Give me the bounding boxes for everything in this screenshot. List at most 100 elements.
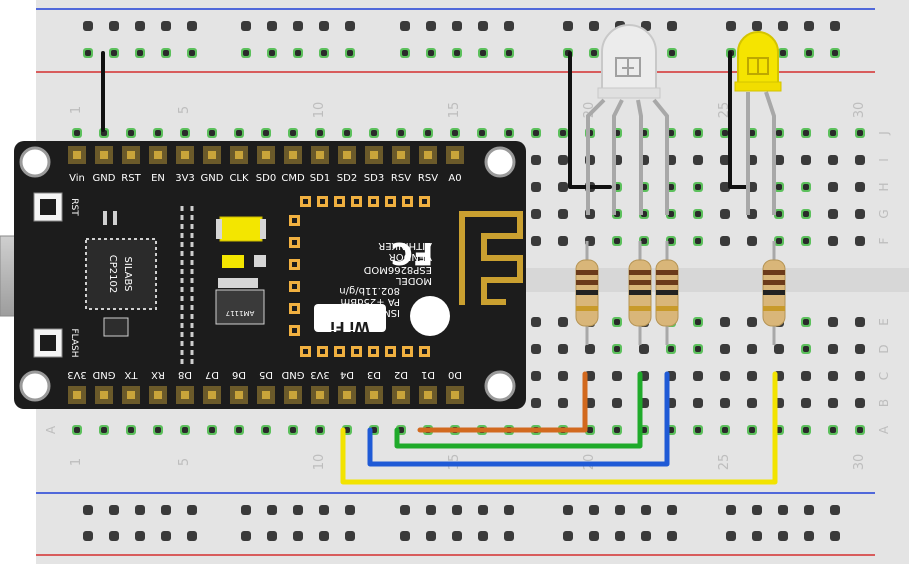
breadboard-hole-center bbox=[533, 130, 539, 136]
breadboard-hole-center bbox=[428, 50, 434, 56]
cp2102-chip: SILABS CP2102 bbox=[85, 238, 157, 310]
rgb-led bbox=[586, 24, 669, 215]
breadboard-hole bbox=[585, 344, 595, 354]
breadboard-hole-center bbox=[344, 130, 350, 136]
breadboard-hole-center bbox=[85, 50, 91, 56]
breadboard-hole bbox=[531, 398, 541, 408]
resistors bbox=[575, 241, 786, 345]
top-pin-label: SD1 bbox=[310, 173, 330, 184]
breadboard-hole bbox=[828, 398, 838, 408]
breadboard-hole-center bbox=[506, 50, 512, 56]
breadboard-hole bbox=[855, 182, 865, 192]
resistor-band bbox=[763, 270, 785, 275]
mcu-header-pins bbox=[68, 146, 464, 404]
breadboard-hole-center bbox=[480, 50, 486, 56]
top-pin-label: GND bbox=[201, 173, 224, 184]
breadboard-hole bbox=[752, 531, 762, 541]
esp-pad-hole bbox=[292, 306, 297, 311]
header-pin-contact bbox=[208, 391, 216, 399]
breadboard-hole-center bbox=[209, 427, 215, 433]
breadboard-hole-center bbox=[263, 130, 269, 136]
header-pin-contact bbox=[73, 151, 81, 159]
breadboard-hole-center bbox=[749, 130, 755, 136]
breadboard-hole-center bbox=[128, 427, 134, 433]
smd-transistor bbox=[103, 317, 129, 337]
row-letter: F bbox=[877, 237, 891, 244]
row-letter: G bbox=[877, 209, 891, 218]
column-numbers-top: 1 5 10 15 20 25 30 bbox=[69, 102, 867, 119]
breadboard-hole bbox=[855, 155, 865, 165]
header-pin-contact bbox=[181, 391, 189, 399]
breadboard-hole bbox=[345, 505, 355, 515]
breadboard-hole bbox=[589, 505, 599, 515]
breadboard-hole-center bbox=[832, 50, 838, 56]
resistor-band bbox=[656, 270, 678, 275]
breadboard-hole-center bbox=[560, 130, 566, 136]
breadboard-hole bbox=[804, 21, 814, 31]
breadboard-hole bbox=[345, 21, 355, 31]
header-pin-contact bbox=[343, 151, 351, 159]
yellow-led bbox=[734, 31, 782, 215]
resistor-band bbox=[576, 270, 598, 275]
breadboard-hole bbox=[563, 505, 573, 515]
breadboard-hole bbox=[778, 21, 788, 31]
breadboard-hole bbox=[426, 21, 436, 31]
breadboard-hole-center bbox=[722, 427, 728, 433]
breadboard-hole bbox=[726, 505, 736, 515]
bottom-pin-label: 3V3 bbox=[67, 369, 87, 380]
breadboard-hole bbox=[531, 236, 541, 246]
header-pin-contact bbox=[343, 391, 351, 399]
header-pin-contact bbox=[127, 391, 135, 399]
breadboard-hole-center bbox=[803, 184, 809, 190]
breadboard-hole-center bbox=[317, 130, 323, 136]
col-number: 10 bbox=[312, 102, 327, 119]
breadboard-hole-center bbox=[290, 427, 296, 433]
breadboard-hole-center bbox=[806, 50, 812, 56]
breadboard-hole-center bbox=[722, 130, 728, 136]
breadboard-hole bbox=[109, 21, 119, 31]
bottom-pin-label: D2 bbox=[394, 369, 408, 380]
breadboard-hole bbox=[641, 505, 651, 515]
breadboard-hole bbox=[804, 531, 814, 541]
bottom-pin-label: D6 bbox=[232, 369, 246, 380]
header-pin-contact bbox=[100, 151, 108, 159]
row-letters: J I H G F E D C B A A bbox=[44, 131, 891, 434]
breadboard-hole bbox=[504, 531, 514, 541]
breadboard-hole-center bbox=[290, 130, 296, 136]
resistor-band bbox=[763, 280, 785, 285]
breadboard-hole-center bbox=[803, 130, 809, 136]
bottom-pin-label: D0 bbox=[448, 369, 462, 380]
breadboard-hole-center bbox=[263, 427, 269, 433]
breadboard-hole bbox=[774, 344, 784, 354]
capacitor-end bbox=[260, 219, 266, 239]
header-pin-contact bbox=[262, 391, 270, 399]
wire-orange bbox=[417, 371, 588, 433]
breadboard-hole bbox=[400, 21, 410, 31]
breadboard-hole-center bbox=[128, 130, 134, 136]
breadboard-hole-center bbox=[614, 427, 620, 433]
breadboard-hole-center bbox=[695, 427, 701, 433]
breadboard-hole bbox=[478, 505, 488, 515]
breadboard-hole-center bbox=[269, 50, 275, 56]
wire-rgb-common-black bbox=[568, 51, 612, 189]
breadboard-hole-center bbox=[101, 427, 107, 433]
breadboard-hole-center bbox=[209, 130, 215, 136]
breadboard-hole-center bbox=[668, 346, 674, 352]
breadboard-hole-center bbox=[803, 238, 809, 244]
breadboard-hole bbox=[747, 371, 757, 381]
breadboard-hole-center bbox=[182, 427, 188, 433]
breadboard-hole-center bbox=[668, 184, 674, 190]
breadboard-hole-center bbox=[776, 238, 782, 244]
breadboard-hole-center bbox=[425, 130, 431, 136]
header-pin-contact bbox=[289, 391, 297, 399]
mount-hole bbox=[484, 370, 516, 402]
breadboard-hole bbox=[693, 398, 703, 408]
module-text-line: AITHINKER bbox=[378, 240, 432, 251]
breadboard-hole bbox=[693, 155, 703, 165]
bottom-pin-label: 3V3 bbox=[310, 369, 330, 380]
regulator-label: AM1117 bbox=[226, 309, 255, 317]
breadboard-hole bbox=[187, 21, 197, 31]
col-number: 30 bbox=[852, 454, 867, 471]
breadboard-hole bbox=[747, 317, 757, 327]
